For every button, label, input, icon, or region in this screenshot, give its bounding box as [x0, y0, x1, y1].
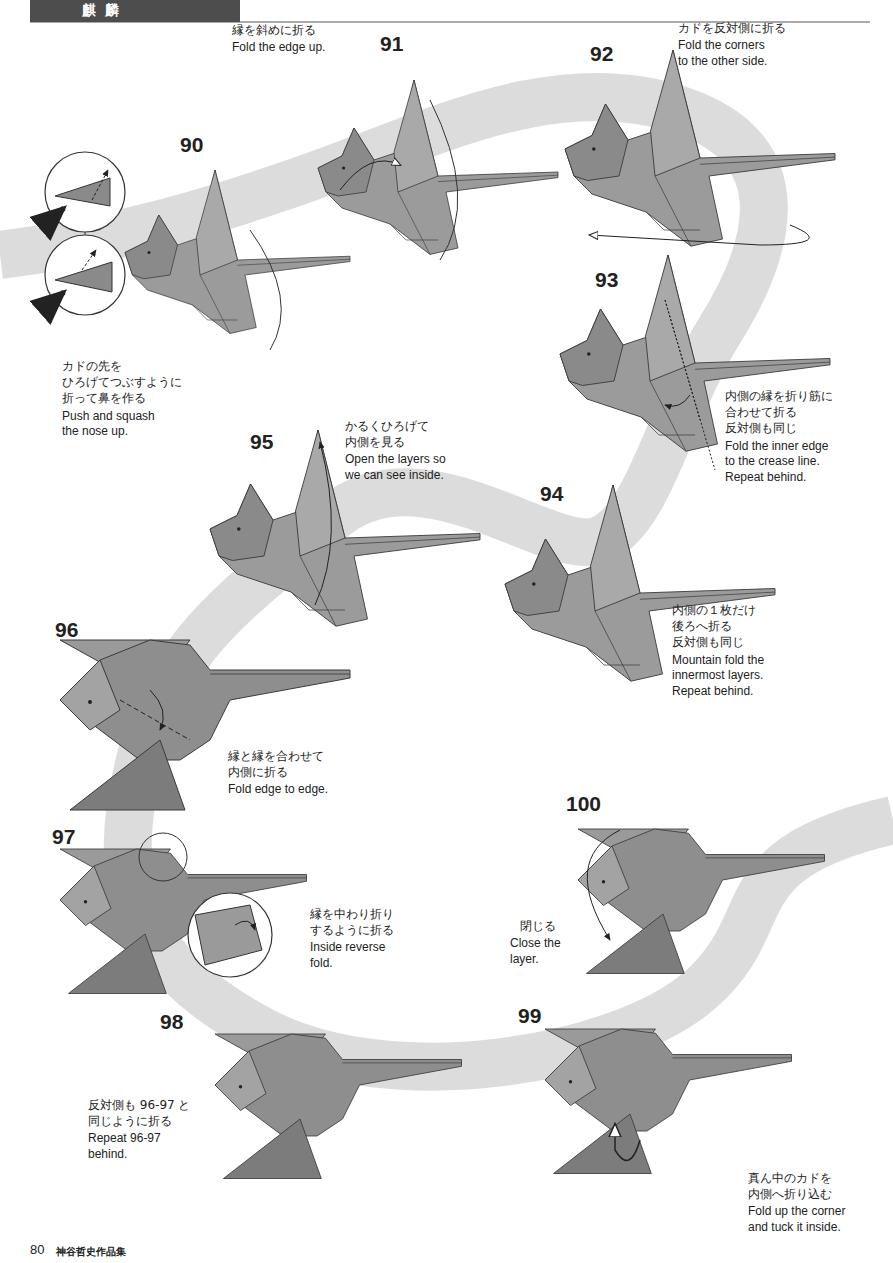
instruction-en: Close the layer.	[510, 936, 568, 967]
push-arrow	[48, 292, 64, 306]
step-number: 100	[566, 792, 601, 815]
step-number: 91	[380, 32, 403, 55]
instruction-en: Mountain fold the innermost layers. Repe…	[672, 653, 784, 700]
fold-arrow	[590, 225, 809, 245]
instruction-en: Open the layers so we can see inside.	[345, 452, 457, 483]
fold-arrow	[150, 690, 163, 730]
valley-line	[120, 700, 190, 740]
instruction-en: Repeat 96-97 behind.	[88, 1131, 168, 1162]
magnifier-circle	[45, 152, 125, 232]
magnifier-circle	[188, 893, 272, 977]
chapter-title: 麒 麟	[82, 2, 121, 20]
step-number: 99	[518, 1004, 541, 1027]
step-number: 96	[55, 618, 78, 641]
step-number: 94	[540, 482, 563, 505]
instruction-en: Push and squash the nose up.	[62, 409, 162, 440]
step-number: 98	[160, 1010, 183, 1033]
magnifier-circle	[45, 235, 125, 315]
instruction-ja: 閉じる	[520, 918, 556, 934]
step-number: 93	[595, 268, 618, 291]
fold-arrow	[82, 250, 96, 270]
step-figure	[578, 829, 825, 974]
instruction-ja: カドの先を ひろげてつぶすように 折って鼻を作る	[62, 358, 190, 407]
instruction-en: Fold edge to edge.	[228, 782, 328, 798]
instruction-en: Inside reverse fold.	[310, 940, 395, 971]
step-figure	[125, 170, 350, 334]
fold-arrow	[92, 170, 108, 200]
instruction-ja: 真ん中のカドを 内側へ折り込む	[748, 1170, 840, 1202]
instruction-ja: 縁を中わり折り するように折る	[310, 906, 402, 938]
instruction-ja: カドを反対側に折る	[678, 20, 786, 36]
magnifier-detail	[195, 905, 262, 965]
instruction-en: Fold up the corner and tuck it inside.	[748, 1204, 860, 1235]
instruction-ja: 縁を斜めに折る	[232, 22, 316, 38]
fold-arrow	[665, 395, 690, 406]
step-divider	[430, 100, 458, 260]
instruction-ja: 内側の１枚だけ 後ろへ折る 反対側も同じ	[672, 602, 764, 651]
book-title: 神谷哲史作品集	[56, 1245, 126, 1259]
step-figure	[215, 1034, 462, 1179]
step-figure	[60, 640, 350, 810]
push-arrow	[48, 208, 64, 222]
step-number: 95	[250, 430, 273, 453]
step-figure	[545, 1029, 792, 1174]
step-figure	[505, 485, 775, 681]
instruction-ja: 内側の縁を折り筋に 合わせて折る 反対側も同じ	[725, 388, 841, 437]
step-divider	[250, 230, 281, 350]
instruction-ja: 縁と縁を合わせて 内側に折る	[228, 748, 332, 780]
instruction-en: Fold the corners to the other side.	[678, 38, 778, 69]
tuck-arrow	[615, 1125, 640, 1160]
instruction-ja: 反対側も 96-97 と 同じように折る	[88, 1097, 200, 1129]
page-number: 80	[30, 1242, 44, 1257]
open-arrow	[315, 442, 331, 605]
fold-arrow	[235, 921, 255, 930]
instruction-en: Fold the inner edge to the crease line. …	[725, 439, 837, 486]
magnifier-detail	[55, 262, 112, 292]
step-number: 97	[52, 825, 75, 848]
step-figure	[210, 430, 480, 626]
close-arrow	[587, 830, 620, 940]
step-figure	[318, 80, 558, 254]
header-tab: 麒 麟	[30, 0, 240, 22]
crease-line	[665, 300, 715, 470]
instruction-ja: かるくひろげて 内側を見る	[345, 418, 437, 450]
step-number: 92	[590, 42, 613, 65]
step-figure	[565, 50, 835, 246]
magnifier-circle	[139, 833, 187, 881]
step-number: 90	[180, 133, 203, 156]
fold-arrow	[340, 161, 400, 190]
instruction-en: Fold the edge up.	[232, 40, 325, 56]
